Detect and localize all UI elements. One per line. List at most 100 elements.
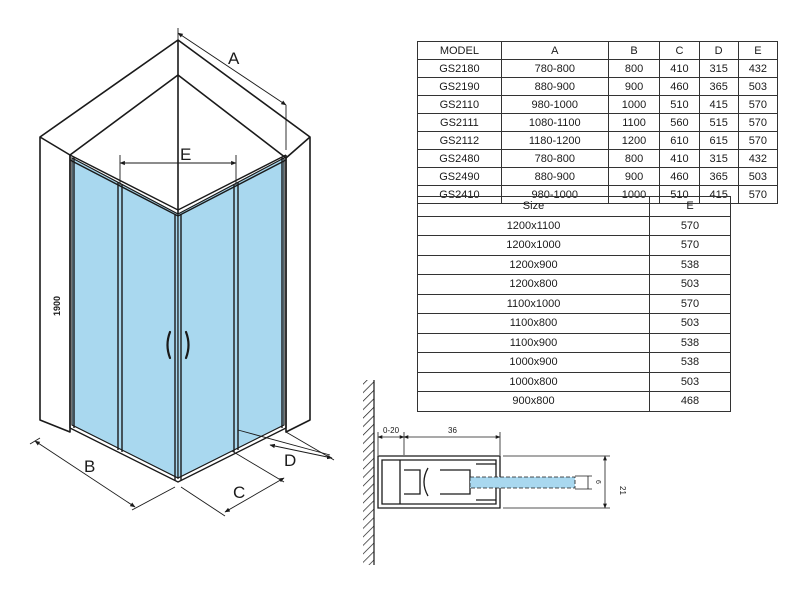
table-row: GS2480 780-800 800 410 315 432 [417, 149, 779, 168]
table-row: GS2490 880-900 900 460 365 503 [417, 167, 779, 186]
table-cell: 432 [737, 59, 779, 78]
table-cell: 880-900 [500, 77, 609, 96]
table-cell: 1200x900 [417, 254, 650, 275]
table-cell: 1200x1000 [417, 235, 650, 256]
profile-gap-label: 0-20 [383, 426, 400, 435]
header-cell: E [649, 196, 731, 217]
table-cell: 780-800 [500, 59, 609, 78]
table-row: GS2180 780-800 800 410 315 432 [417, 59, 779, 78]
table-cell: 900 [607, 167, 661, 186]
table-row: 1100x800 503 [417, 313, 731, 334]
table-cell: 900x800 [417, 391, 650, 412]
table-cell: 1200x1100 [417, 215, 650, 236]
table-row: 1000x800 503 [417, 371, 731, 392]
table-cell: 1000x900 [417, 352, 650, 373]
table-row: 1200x900 538 [417, 254, 731, 275]
header-cell: E [737, 41, 779, 60]
table-row: 900x800 468 [417, 391, 731, 412]
table-cell: GS2111 [417, 113, 502, 132]
table-cell: 615 [698, 131, 739, 150]
table-cell: GS2480 [417, 149, 502, 168]
door-handles [166, 330, 190, 360]
table-cell: 1180-1200 [500, 131, 609, 150]
table-cell: 515 [698, 113, 739, 132]
table-cell: 503 [649, 313, 731, 334]
header-cell: D [698, 41, 739, 60]
profile-detail: 0-20 36 21 6 [363, 380, 627, 565]
table-row: 1200x800 503 [417, 274, 731, 295]
table-cell: 460 [659, 167, 700, 186]
table-cell: 570 [737, 185, 779, 204]
header-cell: A [500, 41, 609, 60]
table-cell: 1100x800 [417, 313, 650, 334]
table-cell: 1100x1000 [417, 293, 650, 314]
table-cell: 560 [659, 113, 700, 132]
size-table: Size E 1200x1100 570 1200x1000 570 1200x… [417, 196, 731, 412]
table-cell: 365 [698, 167, 739, 186]
table-cell: 880-900 [500, 167, 609, 186]
table-cell: 538 [649, 332, 731, 353]
table-cell: 503 [737, 167, 779, 186]
dimension-c-label: C [233, 483, 245, 502]
table-cell: 1100x900 [417, 332, 650, 353]
dimension-b-label: B [84, 457, 95, 476]
table-row: 1000x900 538 [417, 352, 731, 373]
table-cell: 570 [737, 95, 779, 114]
table-cell: 980-1000 [500, 95, 609, 114]
table-cell: 1000x800 [417, 371, 650, 392]
dimension-a-label: A [228, 49, 240, 68]
table-row: 1100x900 538 [417, 332, 731, 353]
table-cell: GS2180 [417, 59, 502, 78]
glass-panel-right [177, 157, 285, 479]
table-cell: 1100 [607, 113, 661, 132]
table-cell: 538 [649, 352, 731, 373]
table-row: GS2110 980-1000 1000 510 415 570 [417, 95, 779, 114]
table-cell: 410 [659, 149, 700, 168]
table-cell: 1200x800 [417, 274, 650, 295]
table-cell: 460 [659, 77, 700, 96]
dimension-a [177, 28, 287, 150]
dimension-d-label: D [284, 451, 296, 470]
glass-panel-left [71, 157, 179, 479]
profile-glass-label: 6 [594, 480, 601, 484]
table-cell: 510 [659, 95, 700, 114]
table-cell: 570 [649, 235, 731, 256]
table-cell: 570 [649, 293, 731, 314]
table-cell: 410 [659, 59, 700, 78]
table-cell: GS2110 [417, 95, 502, 114]
table-cell: 503 [649, 371, 731, 392]
dimension-e-label: E [180, 145, 191, 164]
header-cell: MODEL [417, 41, 502, 60]
table-cell: 570 [649, 215, 731, 236]
table-cell: 503 [737, 77, 779, 96]
profile-height-label: 21 [618, 486, 627, 495]
dimension-height-label: 1900 [52, 296, 62, 316]
dimension-b [29, 437, 176, 511]
enclosure [69, 154, 287, 483]
table-cell: GS2190 [417, 77, 502, 96]
table-row: 1200x1000 570 [417, 235, 731, 256]
table-row: 1100x1000 570 [417, 293, 731, 314]
dimension-e [119, 155, 237, 185]
table-header-row: Size E [417, 196, 731, 217]
table-cell: 780-800 [500, 149, 609, 168]
header-cell: C [659, 41, 700, 60]
table-cell: 800 [607, 59, 661, 78]
table-cell: 900 [607, 77, 661, 96]
table-cell: 503 [649, 274, 731, 295]
dimension-d [237, 429, 335, 461]
profile-width-label: 36 [448, 426, 457, 435]
header-cell: Size [417, 196, 650, 217]
table-row: GS2111 1080-1100 1100 560 515 570 [417, 113, 779, 132]
table-cell: 800 [607, 149, 661, 168]
table-cell: 365 [698, 77, 739, 96]
dimension-c [180, 450, 285, 517]
table-cell: 570 [737, 113, 779, 132]
table-cell: 570 [737, 131, 779, 150]
table-cell: 1000 [607, 95, 661, 114]
table-cell: GS2112 [417, 131, 502, 150]
models-table: MODEL A B C D E GS2180 780-800 800 410 3… [417, 41, 779, 204]
table-cell: 468 [649, 391, 731, 412]
table-cell: 1200 [607, 131, 661, 150]
